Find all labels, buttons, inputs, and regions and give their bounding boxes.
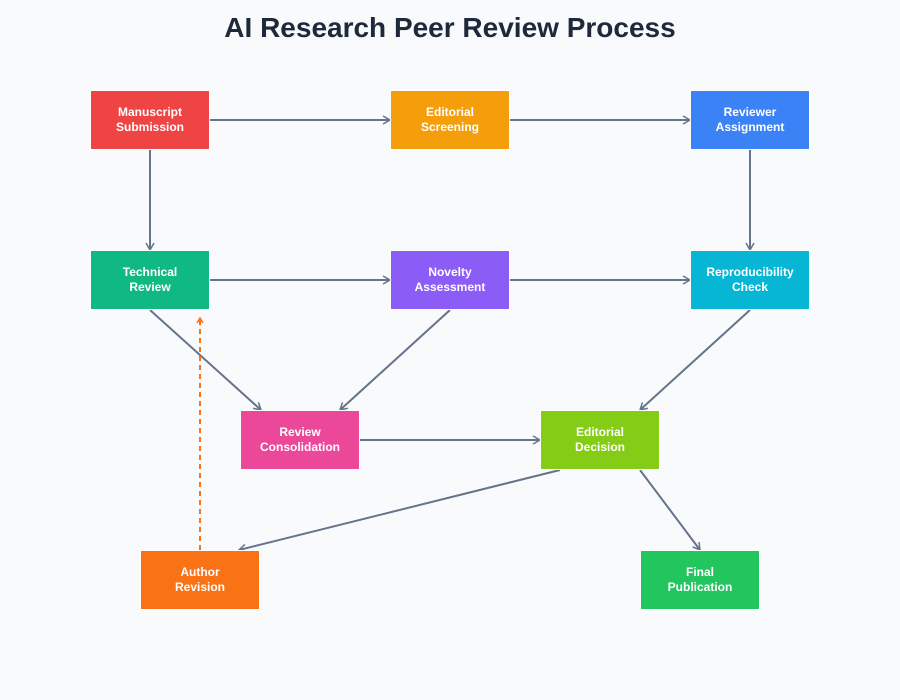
node-label-line2: Screening xyxy=(420,120,480,134)
node-label-line2: Check xyxy=(731,280,769,294)
edge-decision-revision xyxy=(237,469,561,553)
edge-technical-consolidation xyxy=(149,309,263,412)
node-label-line2: Assignment xyxy=(715,120,785,134)
node-label-line2: Publication xyxy=(667,580,733,594)
node-label-line2: Submission xyxy=(115,120,184,134)
edge-reproducibility-decision xyxy=(638,309,751,412)
node-label-line1: Review xyxy=(279,425,321,439)
node-label-line1: Technical xyxy=(122,265,178,279)
node-label-line1: Reviewer xyxy=(723,105,777,119)
node-label-line1: Manuscript xyxy=(117,105,182,119)
diagram-title: AI Research Peer Review Process xyxy=(224,12,676,43)
node-label-line2: Assessment xyxy=(414,280,486,294)
node-label-line2: Revision xyxy=(174,580,225,594)
node-label-line2: Consolidation xyxy=(260,440,340,454)
node-label-line1: Reproducibility xyxy=(706,265,794,279)
node-label-line1: Editorial xyxy=(575,425,624,439)
node-label-line1: Author xyxy=(180,565,220,579)
node-label-line2: Review xyxy=(129,280,171,294)
node-label-line1: Final xyxy=(685,565,714,579)
node-label-line1: Editorial xyxy=(425,105,474,119)
node-label-line1: Novelty xyxy=(428,265,472,279)
edge-novelty-consolidation xyxy=(338,309,451,412)
edge-decision-publication xyxy=(639,469,701,552)
node-label-line2: Decision xyxy=(574,440,625,454)
